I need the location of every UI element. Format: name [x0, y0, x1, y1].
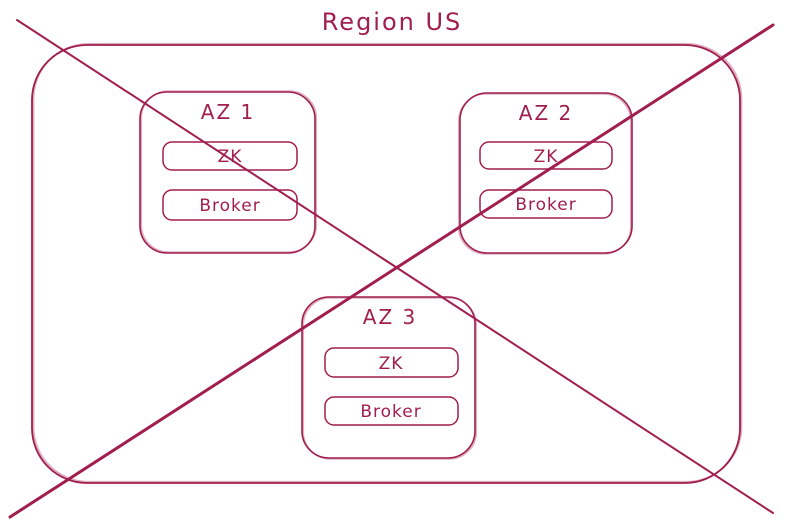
cross-line-bltr: [8, 23, 775, 519]
az3-label: AZ 3: [363, 305, 417, 329]
strikethrough-cross: [8, 19, 775, 519]
az3-zk-label: ZK: [379, 354, 404, 374]
az2-broker-box: [479, 189, 613, 219]
az3-broker-box: [324, 396, 459, 426]
az2-label: AZ 2: [519, 101, 573, 125]
az1-zk-box: [162, 141, 298, 171]
az2-box: [459, 92, 633, 254]
region-title: Region US: [322, 8, 463, 36]
az2-broker-label: Broker: [515, 195, 576, 215]
zone-az1: AZ 1 ZK Broker: [139, 90, 318, 254]
az3-broker-label: Broker: [360, 402, 421, 422]
region-box: [31, 44, 741, 484]
az3-box: [301, 296, 476, 459]
az1-box: [139, 91, 316, 254]
az2-zk-box: [479, 141, 613, 170]
az3-zk-box: [324, 347, 459, 378]
az2-zk-label: ZK: [534, 147, 559, 167]
zone-az2: AZ 2 ZK Broker: [457, 92, 633, 255]
az1-label: AZ 1: [201, 100, 255, 124]
cross-line-tlbr: [16, 19, 774, 514]
zone-az3: AZ 3 ZK Broker: [301, 296, 478, 460]
az1-broker-box: [162, 189, 298, 221]
az1-broker-label: Broker: [199, 196, 260, 216]
